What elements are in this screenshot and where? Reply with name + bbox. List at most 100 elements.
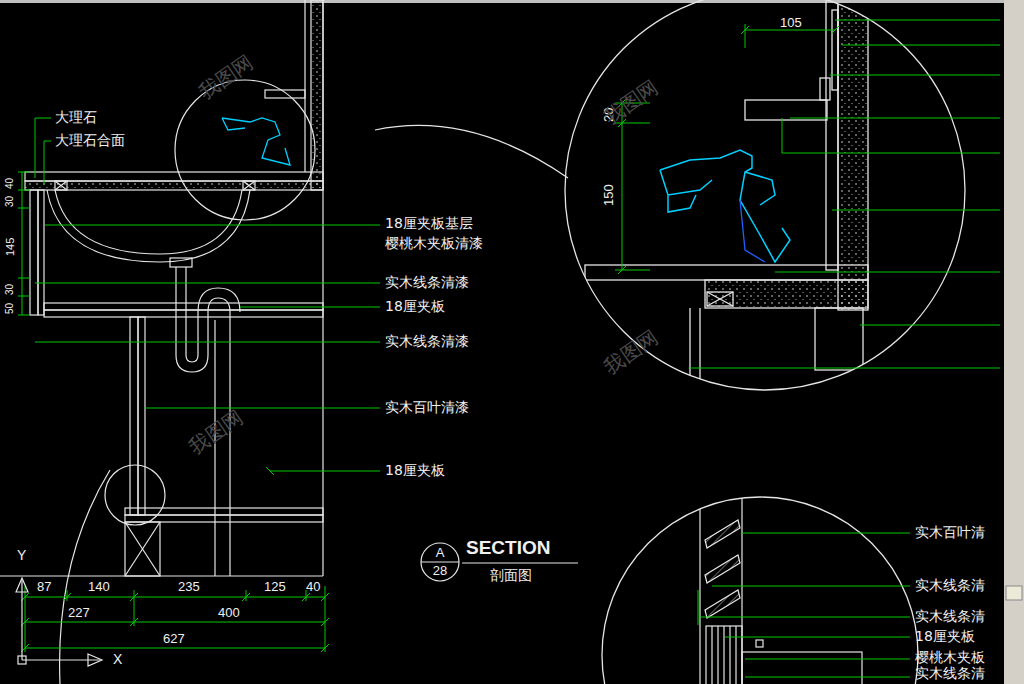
drawing-line (145, 408, 380, 409)
watermark: 我图网 (600, 326, 662, 379)
drawing-line (689, 308, 690, 400)
drawing-polyline (44, 141, 51, 185)
drawing-line (18, 208, 30, 209)
drawing-rect (707, 292, 733, 306)
drawing-path (222, 118, 290, 165)
drawing-g (615, 20, 1000, 368)
drawing-rect (138, 317, 145, 515)
drawing-line (125, 522, 160, 576)
drawing-path (705, 520, 740, 548)
drawing-g (0, 0, 568, 684)
dimension-text: X (113, 651, 122, 667)
material-label: 实木百叶清 (915, 524, 985, 540)
drawing-rect (311, 0, 323, 190)
material-label: 实木线条清 (915, 577, 985, 593)
drawing-rect (742, 652, 862, 684)
material-label: 实木线条清 (915, 665, 985, 681)
drawing-line (25, 586, 26, 652)
drawing-line (711, 626, 712, 684)
drawing-line (690, 368, 1000, 369)
drawing-line (717, 626, 718, 684)
drawing-rect (0, 0, 1004, 3)
drawing-line (45, 225, 380, 226)
material-label: 实木线条清 (915, 608, 985, 624)
drawing-line (615, 270, 650, 271)
dimension-text: 400 (218, 606, 240, 621)
drawing-line (321, 593, 329, 601)
drawing-rect (1004, 0, 1024, 684)
material-label: 大理石 (55, 109, 97, 125)
dimension-text: Y (17, 547, 26, 563)
dimension-text: 30 (4, 284, 16, 295)
drawing-line (67, 590, 68, 601)
material-label: 18厘夹板 (385, 298, 445, 314)
drawing-line (130, 593, 138, 601)
material-label: 18厘夹板基层 (385, 215, 473, 231)
drawing-g (585, 0, 868, 400)
drawing-rect (130, 317, 138, 515)
drawing-rect (265, 90, 305, 98)
drawing-g (700, 490, 862, 684)
dimension-text: 87 (37, 580, 51, 595)
drawing-line (741, 26, 749, 34)
drawing-line (698, 590, 699, 625)
drawing-line (835, 20, 1000, 21)
drawing-line (304, 0, 305, 172)
drawing-line (55, 181, 67, 190)
drawing-rect (38, 190, 44, 315)
drawing-line (860, 325, 1000, 326)
drawing-path (88, 654, 102, 666)
watermark: 我图网 (600, 76, 662, 129)
drawing-rect (826, 0, 838, 270)
drawing-line (729, 626, 730, 684)
drawing-line (246, 590, 247, 601)
drawing-line (421, 562, 459, 563)
drawing-rect (745, 100, 827, 120)
drawing-g (698, 533, 910, 677)
drawing-rect (125, 522, 160, 576)
drawing-rect (170, 258, 192, 267)
drawing-line (35, 342, 380, 343)
drawing-line (270, 471, 380, 472)
dimension-text: 125 (264, 580, 286, 595)
drawing-circle (175, 80, 315, 220)
material-label: 樱桃木夹板清漆 (385, 235, 483, 251)
drawing-path (705, 590, 740, 618)
drawing-line (18, 315, 30, 316)
drawing-line (790, 118, 1000, 119)
drawing-circle (421, 543, 459, 581)
drawing-rect (815, 308, 863, 370)
drawing-line (622, 103, 623, 270)
dimension-text: 50 (4, 303, 16, 314)
section-caption: 剖面图 (490, 567, 532, 583)
drawing-path (660, 150, 790, 262)
drawing-line (242, 593, 250, 601)
drawing-rect (705, 280, 868, 308)
drawing-line (745, 677, 910, 678)
drawing-line (55, 181, 67, 190)
dimension-text: 105 (780, 16, 802, 31)
dimension-text: 627 (163, 632, 185, 647)
drawing-line (25, 597, 325, 598)
drawing-line (0, 575, 323, 576)
drawing-line (321, 618, 329, 626)
drawing-polyline (35, 118, 51, 178)
drawing-line (35, 283, 380, 284)
drawing-circle (602, 497, 918, 684)
drawing-polyline (782, 118, 1000, 153)
drawing-line (266, 467, 274, 475)
drawing-rect (820, 78, 830, 100)
drawing-path (55, 190, 242, 254)
dimension-text: 140 (88, 580, 110, 595)
drawing-line (735, 626, 736, 684)
dimension-text: 145 (4, 238, 17, 256)
drawing-path (16, 578, 28, 592)
drawing-line (214, 320, 215, 576)
drawing-line (831, 26, 839, 34)
drawing-path (47, 190, 250, 262)
material-label: 实木百叶清漆 (385, 399, 469, 415)
dimension-text: 30 (4, 196, 16, 207)
drawing-g (18, 118, 380, 652)
drawing-line (462, 562, 578, 563)
drawing-line (130, 618, 138, 626)
